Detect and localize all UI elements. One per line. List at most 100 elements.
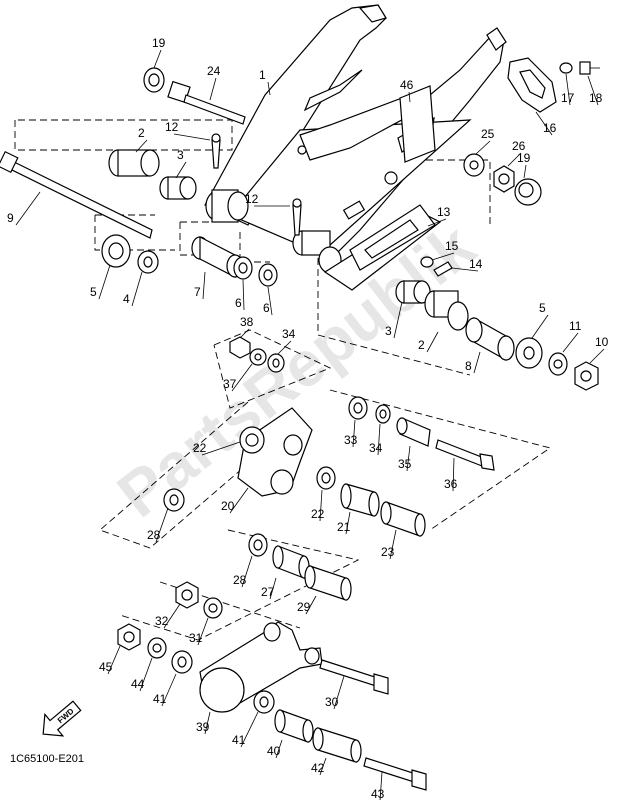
callout-screw-18: 18 — [589, 91, 603, 105]
leader-washer-17 — [565, 73, 571, 106]
callout-seal-a: 6 — [235, 296, 242, 310]
leader-nut-38 — [239, 328, 250, 339]
callout-seal-22-a: 22 — [193, 441, 207, 455]
callout-seal-41-b: 41 — [232, 733, 246, 747]
callout-washer-31: 31 — [189, 631, 203, 645]
leader-seal-b — [267, 286, 273, 316]
callout-seal-41-a: 41 — [153, 692, 167, 706]
callout-collar-29: 29 — [297, 600, 311, 614]
callout-swingarm: 1 — [259, 68, 266, 82]
callout-bearing-right: 2 — [418, 338, 425, 352]
leader-washer — [131, 271, 143, 307]
leader-washer-15 — [431, 252, 455, 261]
callout-bearing-33: 33 — [344, 433, 358, 447]
callout-bolt-14: 14 — [469, 257, 483, 271]
leader-bearing-27 — [269, 577, 277, 600]
leader-collar-42 — [319, 757, 327, 776]
leader-washer-25 — [475, 140, 491, 155]
callout-bolt-30: 30 — [325, 695, 339, 709]
callout-collar-left: 3 — [177, 148, 184, 162]
leader-washer-37 — [231, 363, 253, 392]
leader-grease-nipple-a — [173, 133, 211, 141]
leader-collar-23 — [389, 529, 397, 560]
fwd-arrow: FWD — [42, 700, 82, 737]
leader-pivot-shaft — [15, 191, 41, 226]
leader-washer-34-a — [277, 340, 292, 355]
chain-guide — [323, 200, 442, 291]
leader-nut-45 — [107, 645, 121, 675]
callout-washer-17: 17 — [561, 91, 575, 105]
callout-decal: 46 — [400, 78, 414, 92]
callout-chain-cover: 16 — [543, 121, 557, 135]
leader-lines — [15, 49, 605, 800]
leader-chain-cover — [535, 111, 553, 136]
leader-seal-41-b — [240, 711, 259, 748]
callout-nut-32: 32 — [155, 614, 169, 628]
callout-washer: 4 — [123, 292, 130, 306]
callout-nut-10: 10 — [595, 335, 609, 349]
leader-bearing-right — [426, 331, 439, 353]
leader-bearing-33 — [352, 419, 356, 448]
hardware — [0, 61, 600, 791]
leader-collar-29 — [305, 595, 317, 615]
callout-cap-right: 19 — [517, 151, 531, 165]
leader-bolt-30 — [333, 675, 345, 710]
callout-relay-arm: 20 — [221, 499, 235, 513]
leader-connecting-rod — [204, 711, 211, 735]
chain-cover — [507, 57, 557, 113]
callout-cap-left: 19 — [152, 36, 166, 50]
callout-collar-23: 23 — [381, 545, 395, 559]
leader-collar-left — [175, 161, 187, 179]
callout-bearing-21: 21 — [337, 520, 351, 534]
callout-collar-7: 7 — [194, 285, 201, 299]
callout-chain-guide: 13 — [437, 205, 451, 219]
callout-grease-nipple-b: 12 — [245, 192, 259, 206]
diagram-code: 1C65100-E201 — [10, 753, 84, 765]
callout-collar-35: 35 — [398, 457, 412, 471]
callout-collar-8: 8 — [465, 359, 472, 373]
callout-washer-34-a: 34 — [282, 327, 296, 341]
callout-connecting-rod: 39 — [196, 720, 210, 734]
leader-seal-left — [98, 264, 111, 300]
leader-washer-34-b — [377, 423, 381, 456]
leader-bearing-left — [135, 139, 148, 153]
leader-chain-guide — [427, 218, 447, 227]
leader-nut-32 — [163, 603, 181, 629]
leader-bearing-21 — [345, 511, 351, 535]
callout-grease-nipple-a: 12 — [165, 120, 179, 134]
leader-seal-28-a — [155, 507, 169, 543]
callout-washer-37: 37 — [223, 377, 237, 391]
leader-collar-7 — [202, 271, 206, 300]
leader-bolt-24 — [209, 77, 217, 101]
leader-swingarm — [267, 81, 271, 96]
callout-washer-34-b: 34 — [369, 441, 383, 455]
leader-seal-right — [531, 314, 549, 339]
callout-seal-28-a: 28 — [147, 528, 161, 542]
leader-cap-left — [153, 49, 162, 69]
callout-pivot-shaft: 9 — [7, 211, 14, 225]
leader-nut-10 — [589, 348, 605, 364]
leader-seal-a — [242, 279, 245, 311]
callout-bolt-24: 24 — [207, 64, 221, 78]
leader-relay-arm — [229, 487, 249, 514]
callout-washer-44: 44 — [131, 677, 145, 691]
leader-collar-35 — [406, 445, 411, 472]
callout-bearing-left: 2 — [138, 126, 145, 140]
leader-bolt-14 — [451, 267, 479, 272]
leader-seal-22-b — [319, 489, 323, 522]
leader-seal-22-a — [201, 441, 241, 456]
callout-seal-left: 5 — [90, 285, 97, 299]
callout-washer-25: 25 — [481, 127, 495, 141]
leader-screw-18 — [587, 75, 599, 106]
callout-washer-15: 15 — [445, 239, 459, 253]
callout-seal-28-b: 28 — [233, 573, 247, 587]
callout-collar-right: 3 — [385, 324, 392, 338]
leader-bearing-40 — [275, 739, 283, 759]
callout-bearing-27: 27 — [261, 585, 275, 599]
callout-seal-22-b: 22 — [311, 507, 325, 521]
leader-collar-right — [393, 301, 403, 339]
leader-bolt-36 — [452, 457, 455, 492]
leader-cap-right — [523, 164, 527, 179]
leader-seal-28-b — [241, 555, 253, 588]
